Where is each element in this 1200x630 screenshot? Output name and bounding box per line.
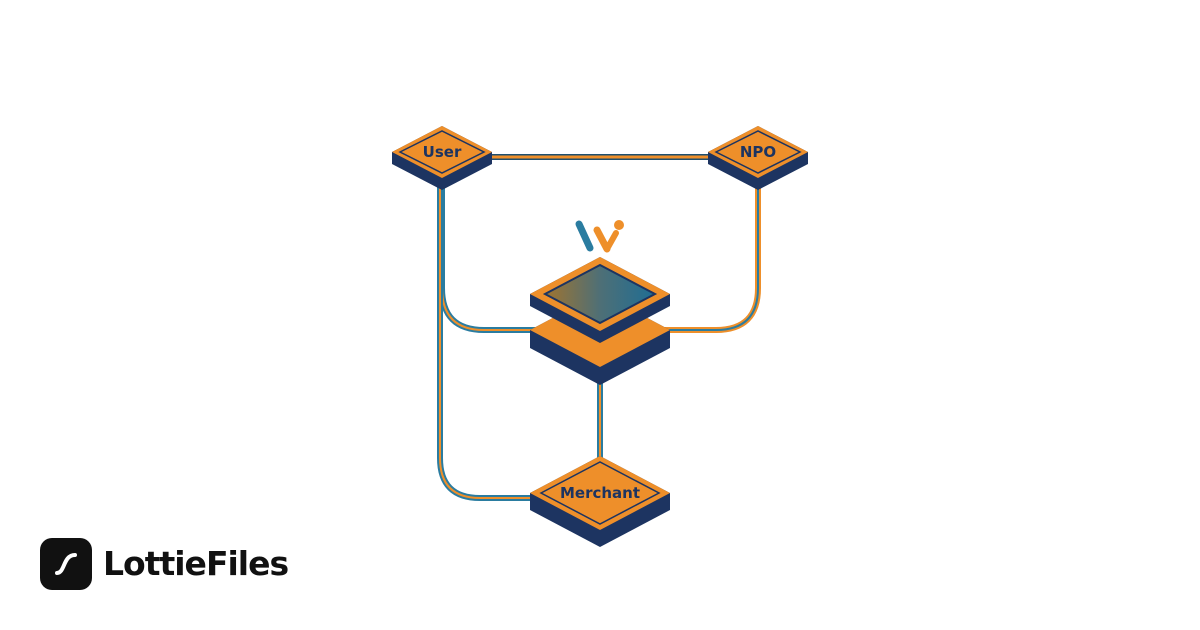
w-logo-icon (575, 220, 624, 253)
node-merchant[interactable]: Merchant (530, 456, 670, 547)
node-npo[interactable]: NPO (708, 126, 808, 190)
brand-name: LottieFiles (103, 544, 289, 583)
node-label-user: User (423, 143, 462, 161)
node-label-npo: NPO (740, 143, 776, 161)
hub-node[interactable] (530, 257, 670, 385)
node-label-merchant: Merchant (560, 484, 640, 502)
node-user[interactable]: User (392, 126, 492, 190)
connector-user-merchant (437, 182, 539, 501)
connectors (437, 154, 761, 501)
connector-npo-hub (659, 182, 761, 333)
connector-user-hub (439, 182, 541, 333)
brand-logo[interactable]: LottieFiles (40, 538, 289, 590)
lottie-logo-icon (40, 538, 92, 590)
